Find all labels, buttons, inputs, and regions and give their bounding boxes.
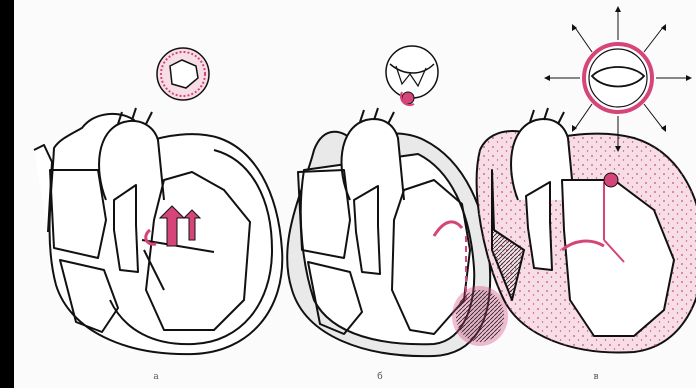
stenotic-valve-ring-a xyxy=(157,48,209,100)
dilated-valve-ring-c xyxy=(544,6,692,152)
heart-c xyxy=(477,108,696,353)
illustration-panel: a б в xyxy=(14,0,696,388)
panel-label-c: в xyxy=(586,372,606,382)
infarct-region-b xyxy=(452,286,508,346)
panel-label-a: a xyxy=(146,372,166,382)
panel-label-b: б xyxy=(370,372,390,382)
valve-ring-b xyxy=(386,46,438,105)
heart-a xyxy=(34,108,282,354)
heart-diagram xyxy=(14,0,696,388)
